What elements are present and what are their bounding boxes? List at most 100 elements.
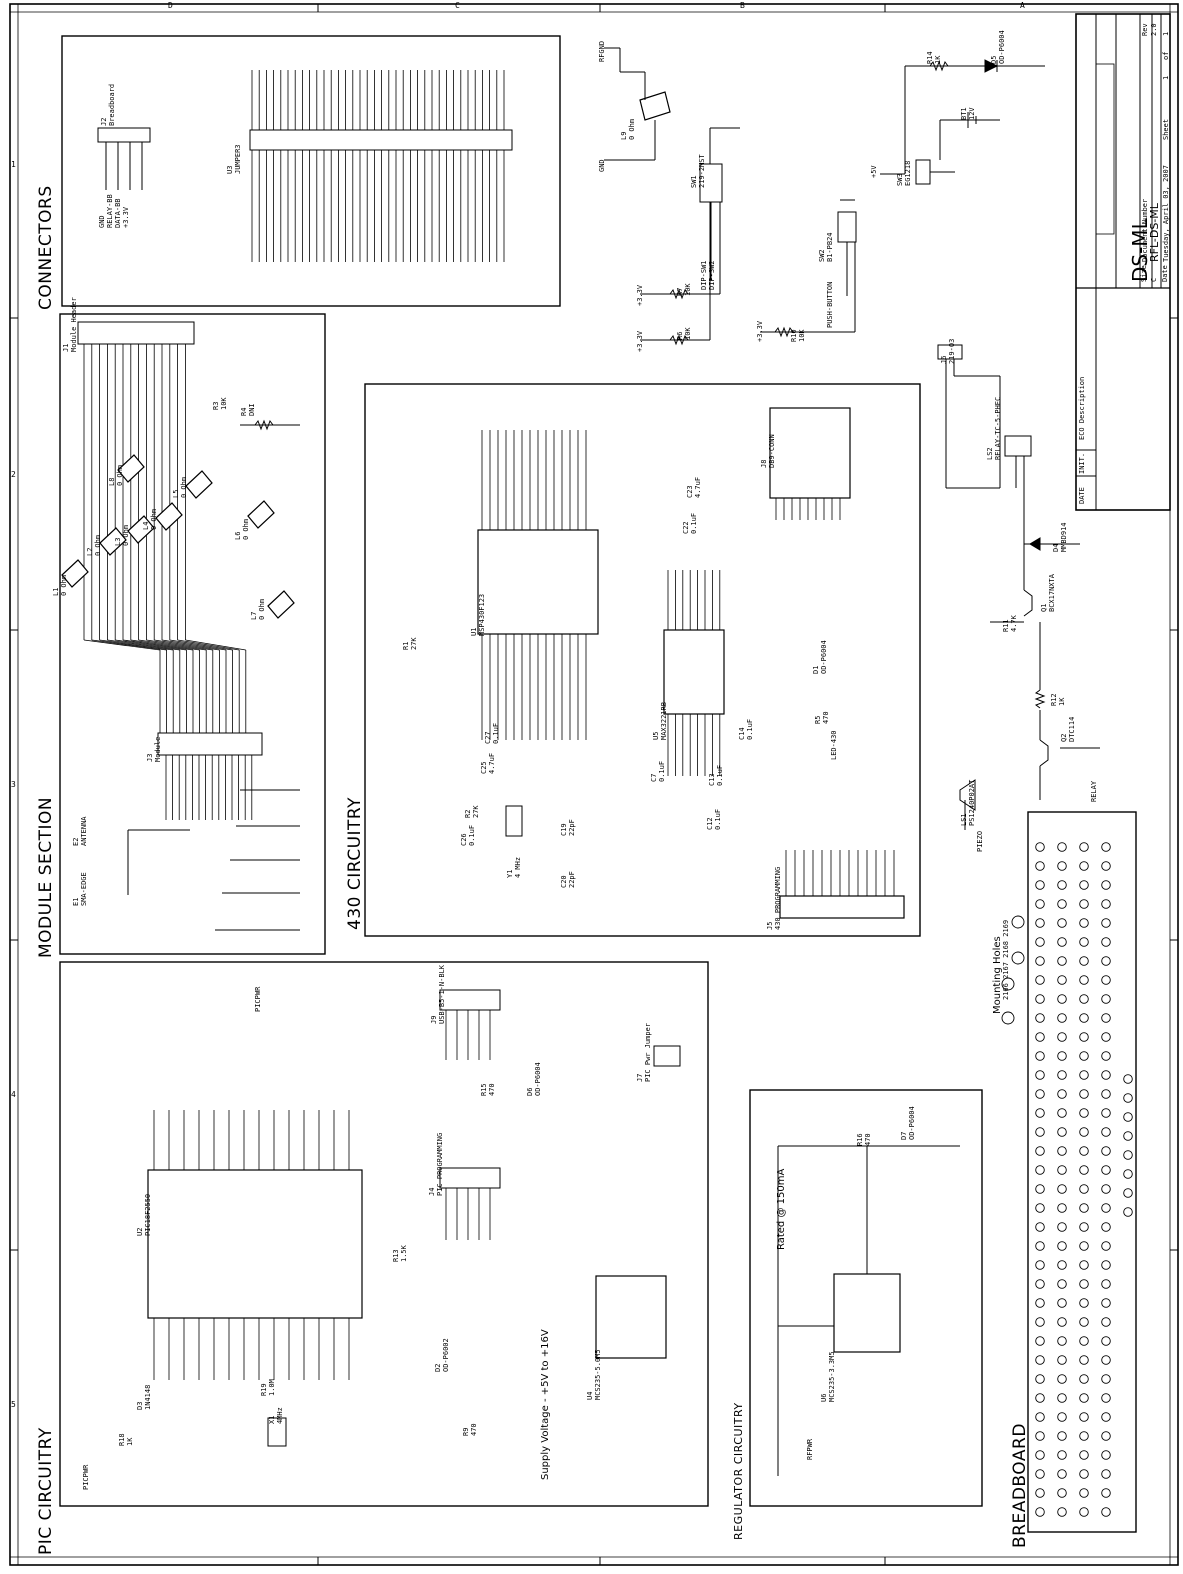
breadboard-hole (1079, 1298, 1089, 1308)
breadboard-hole (1101, 1165, 1111, 1175)
breadboard-hole (1035, 975, 1045, 985)
breadboard-hole (1057, 1488, 1067, 1498)
rfgnd-label: RFGND (598, 40, 606, 62)
module-bus-wire (169, 639, 233, 651)
breadboard-hole (1035, 1241, 1045, 1251)
breadboard-hole (1057, 1108, 1067, 1118)
breadboard-hole (1079, 1450, 1089, 1460)
breadboard-hole (1079, 1431, 1089, 1441)
breadboard-hole (1101, 975, 1111, 985)
border-col-c: C (455, 1, 460, 10)
breadboard-hole (1079, 1336, 1089, 1346)
breadboard-hole (1057, 1146, 1067, 1156)
breadboard-hole (1057, 1298, 1067, 1308)
breadboard-hole (1035, 1431, 1045, 1441)
breadboard-hole (1101, 1374, 1111, 1384)
section-connectors-label: CONNECTORS (36, 185, 56, 310)
border-col-b: B (740, 1, 745, 10)
breadboard-hole (1035, 937, 1045, 947)
breadboard-hole (1079, 1203, 1089, 1213)
breadboard-hole (1035, 1222, 1045, 1232)
breadboard-hole (1079, 1032, 1089, 1042)
breadboard-hole (1057, 861, 1067, 871)
title-block-init-label: INIT. (1078, 452, 1086, 474)
module-bus-wire (130, 639, 200, 651)
mounting-hole (1001, 977, 1015, 991)
breadboard-hole (1123, 1207, 1133, 1217)
breadboard-hole (1101, 1450, 1111, 1460)
module-bus-wire (154, 639, 220, 651)
breadboard-hole (1101, 1317, 1111, 1327)
breadboard-hole (1057, 937, 1067, 947)
breadboard-hole (1079, 1070, 1089, 1080)
breadboard-hole (1079, 1507, 1089, 1517)
section-regulator-label: REGULATOR CIRCUITRY (732, 1402, 745, 1540)
module-bus-wire (115, 639, 187, 651)
module-bus-wire (122, 639, 194, 651)
breadboard-hole (1101, 1203, 1111, 1213)
breadboard-hole (1101, 861, 1111, 871)
title-block-rev: 2.0 (1150, 23, 1158, 36)
breadboard-hole (1057, 1222, 1067, 1232)
breadboard-hole (1057, 918, 1067, 928)
breadboard-holes (1035, 842, 1133, 1517)
breadboard-hole (1101, 1412, 1111, 1422)
breadboard-hole (1035, 1488, 1045, 1498)
title-block-eco-label: ECO Description (1078, 376, 1086, 440)
module-bus-wire (138, 639, 207, 651)
breadboard-hole (1035, 1412, 1045, 1422)
breadboard-hole (1035, 1374, 1045, 1384)
title-block-date-label: Date (1161, 265, 1169, 282)
module-bus-wire (177, 639, 240, 651)
breadboard-hole (1101, 1488, 1111, 1498)
breadboard-hole (1035, 899, 1045, 909)
breadboard-hole (1079, 1241, 1089, 1251)
breadboard-hole (1035, 1051, 1045, 1061)
breadboard-hole (1079, 1165, 1089, 1175)
border-col-a: A (1020, 1, 1025, 10)
breadboard-hole (1057, 1127, 1067, 1137)
title-block-sheet: 1 (1162, 75, 1170, 80)
breadboard-hole (1101, 1127, 1111, 1137)
picpwr-label-top: PICPWR (254, 986, 262, 1012)
relay-driver-circuit (937, 344, 1100, 830)
breadboard-hole (1101, 1146, 1111, 1156)
breadboard-hole (1123, 1169, 1133, 1179)
breadboard-hole (1101, 1070, 1111, 1080)
breadboard-hole (1079, 880, 1089, 890)
breadboard-hole (1123, 1074, 1133, 1084)
breadboard-hole (1101, 842, 1111, 852)
module-bus-wire (83, 639, 161, 651)
border-col-d: D (168, 1, 173, 10)
breadboard-hole (1101, 1355, 1111, 1365)
breadboard-hole (1101, 1279, 1111, 1289)
breadboard-hole (1035, 1108, 1045, 1118)
title-block-of-label: of (1162, 51, 1170, 60)
picpwr-label: PICPWR (82, 1464, 90, 1490)
mounting-hole (1001, 1011, 1015, 1025)
